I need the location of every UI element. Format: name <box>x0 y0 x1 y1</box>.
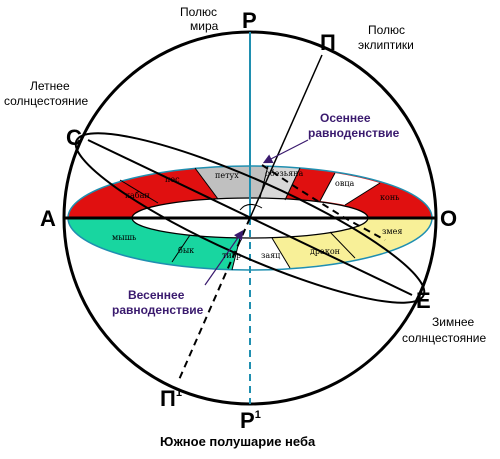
caption-pole-world-2: мира <box>190 19 219 33</box>
spring-arrow <box>204 230 244 286</box>
caption-autumn-1: Осеннее <box>320 111 371 125</box>
ecliptic-axis-top <box>249 54 323 219</box>
band-green <box>67 218 241 270</box>
angle-arc <box>239 204 263 211</box>
label-Pi1: П1 <box>160 386 182 411</box>
label-P: P <box>242 8 257 33</box>
zodiac-zmeya: змея <box>382 227 402 236</box>
label-O: О <box>440 206 457 231</box>
autumn-arrow <box>262 139 309 164</box>
label-E: Е <box>416 288 431 313</box>
label-Pi: П <box>320 30 336 55</box>
zodiac-tigr: тигр <box>222 251 241 260</box>
zodiac-byk: бык <box>178 246 194 255</box>
caption-winter-2: солнцестояние <box>402 331 486 345</box>
zodiac-kaban: кабан <box>125 191 150 200</box>
caption-summer-2: солнцестояние <box>4 94 88 108</box>
label-A: А <box>40 206 56 231</box>
caption-pole-ecl-1: Полюс <box>368 23 405 37</box>
band-yellow <box>272 218 432 268</box>
caption-autumn-2: равноденствие <box>308 126 400 140</box>
caption-spring-1: Весеннее <box>128 288 185 302</box>
ecliptic-back-dashed <box>261 164 386 241</box>
zodiac-mysh: мышь <box>112 233 137 242</box>
solstice-line <box>87 139 413 296</box>
caption-spring-2: равноденствие <box>112 303 204 317</box>
zodiac-ovtsa: овца <box>335 179 354 188</box>
ecliptic-axis-bottom <box>177 217 251 383</box>
zodiac-kon: конь <box>380 193 400 202</box>
caption-winter-1: Зимнее <box>432 315 475 329</box>
band-white-lower <box>232 238 290 271</box>
band-white <box>320 173 380 205</box>
caption-summer-1: Летнее <box>30 79 70 93</box>
ecliptic-circle <box>74 132 426 304</box>
caption-pole-world-1: Полюс <box>180 5 217 19</box>
label-C: С <box>66 125 82 150</box>
label-P1: P1 <box>240 408 261 433</box>
zodiac-zayats: заяц <box>261 251 280 260</box>
footer-caption: Южное полушарие неба <box>160 434 316 449</box>
caption-pole-ecl-2: эклиптики <box>358 38 414 52</box>
zodiac-drakon: дракон <box>310 247 340 256</box>
zodiac-pes: пес <box>165 175 180 184</box>
zodiac-obezyana: обезьяна <box>265 169 303 178</box>
zodiac-petukh: петух <box>215 171 239 180</box>
